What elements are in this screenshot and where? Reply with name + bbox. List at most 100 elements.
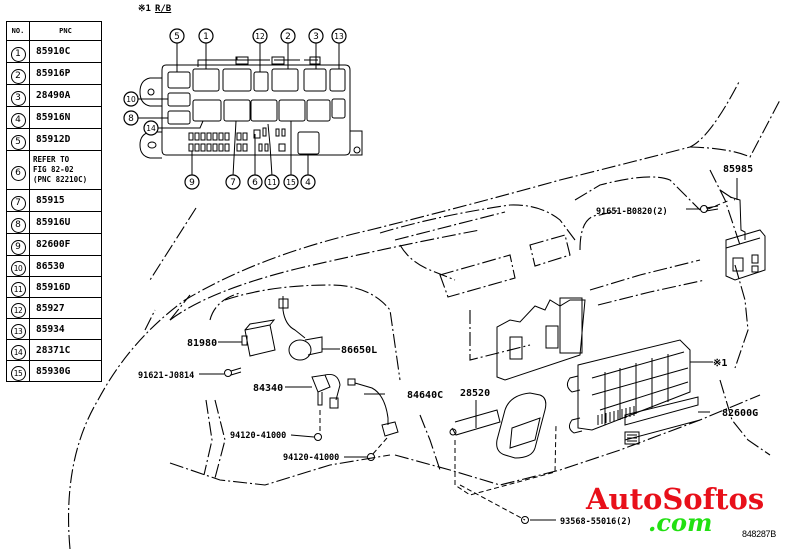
- label-81980: 81980: [187, 338, 217, 349]
- label-86650l: 86650L: [341, 345, 377, 356]
- harness-84640c: [347, 378, 399, 461]
- callout-11: 11: [264, 174, 280, 190]
- number-circle-icon: 5: [10, 135, 26, 150]
- callout-circle-icon: [198, 28, 214, 44]
- callout-10: 10: [123, 91, 139, 107]
- callout-circle-icon: [123, 110, 139, 126]
- dashboard-outline: [68, 79, 781, 549]
- callout-8: 8: [123, 110, 139, 126]
- number-circle-icon: 11: [10, 282, 26, 297]
- callout-number: 15: [286, 178, 296, 187]
- callout-circle-icon: [280, 28, 296, 44]
- callout-number: 7: [230, 178, 236, 188]
- callout-number: 9: [189, 178, 195, 188]
- label-ref1: ※1: [713, 358, 727, 369]
- figure-code: 848287B: [742, 529, 776, 539]
- label-85985: 85985: [723, 164, 753, 175]
- label-94120-41000-b: 94120-41000: [283, 453, 339, 463]
- row-pnc: REFER TO FIG 82-02 (PNC 82210C): [29, 150, 102, 190]
- sensor-86650l: [278, 296, 323, 361]
- number-circle-icon: 1: [10, 47, 26, 62]
- row-pnc: 85930G: [29, 360, 102, 382]
- watermark-brand: AutoSoftos: [586, 482, 765, 516]
- number-circle-icon: 13: [10, 324, 26, 339]
- callout-circle-icon: [143, 120, 159, 136]
- callout-1: 1: [198, 28, 214, 44]
- cover-82600g: [624, 396, 708, 445]
- callout-circle-icon: [247, 174, 263, 190]
- callout-circle-icon: [184, 174, 200, 190]
- callout-circle-icon: [123, 91, 139, 107]
- callout-15: 15: [283, 174, 299, 190]
- callout-circle-icon: [225, 174, 241, 190]
- number-circle-icon: 12: [10, 303, 26, 318]
- number-circle-icon: 9: [10, 240, 26, 255]
- label-91651-b0820: 91651-B0820(2): [596, 207, 668, 217]
- label-93568-55016: 93568-55016(2): [560, 517, 632, 527]
- callout-circle-icon: [331, 28, 347, 44]
- bolt-91621: [224, 367, 242, 377]
- row-number: 6: [6, 150, 30, 190]
- callout-2: 2: [280, 28, 296, 44]
- callout-14: 14: [143, 120, 159, 136]
- callout-number: 2: [285, 32, 291, 42]
- unit-81980: [241, 319, 276, 357]
- module-85985: [707, 178, 766, 281]
- bracket-28520: [496, 297, 586, 381]
- callout-number: 1: [203, 32, 209, 42]
- callout-circle-icon: [300, 174, 316, 190]
- note-mark: ※1: [138, 4, 151, 14]
- callout-number: 6: [252, 178, 258, 188]
- callout-circle-icon: [308, 28, 324, 44]
- relay-block: [566, 339, 708, 434]
- label-28520: 28520: [460, 388, 490, 399]
- callout-circle-icon: [252, 28, 268, 44]
- label-91621-j0814: 91621-J0814: [138, 371, 194, 381]
- callout-circle-icon: [283, 174, 299, 190]
- number-circle-icon: 15: [10, 366, 26, 381]
- callout-number: 14: [146, 124, 156, 133]
- callout-9: 9: [184, 174, 200, 190]
- callout-3: 3: [308, 28, 324, 44]
- number-circle-icon: 2: [10, 69, 26, 84]
- switch-84340: [311, 374, 341, 441]
- label-84340: 84340: [253, 383, 283, 394]
- number-circle-icon: 14: [10, 345, 26, 360]
- callout-6: 6: [247, 174, 263, 190]
- callout-circle-icon: [264, 174, 280, 190]
- label-94120-41000-a: 94120-41000: [230, 431, 286, 441]
- callout-number: 11: [267, 178, 277, 187]
- number-circle-icon: 6: [10, 165, 26, 181]
- callout-13: 13: [331, 28, 347, 44]
- note-label: R/B: [154, 4, 172, 14]
- callout-number: 12: [255, 32, 265, 41]
- callout-number: 3: [313, 32, 319, 42]
- callout-circle-icon: [169, 28, 185, 44]
- callout-number: 13: [334, 32, 344, 41]
- callout-number: 8: [128, 114, 134, 124]
- number-circle-icon: 7: [10, 196, 26, 211]
- row-number: 11: [6, 276, 30, 298]
- watermark-domain: .com: [648, 508, 713, 537]
- number-circle-icon: 3: [10, 91, 26, 106]
- row-number: 12: [6, 297, 30, 319]
- callout-12: 12: [252, 28, 268, 44]
- label-82600g: 82600G: [722, 408, 758, 419]
- fuse-bank: [188, 127, 320, 155]
- callout-number: 10: [126, 95, 136, 104]
- row-pnc: 85915: [29, 189, 102, 212]
- callout-number: 4: [305, 178, 311, 188]
